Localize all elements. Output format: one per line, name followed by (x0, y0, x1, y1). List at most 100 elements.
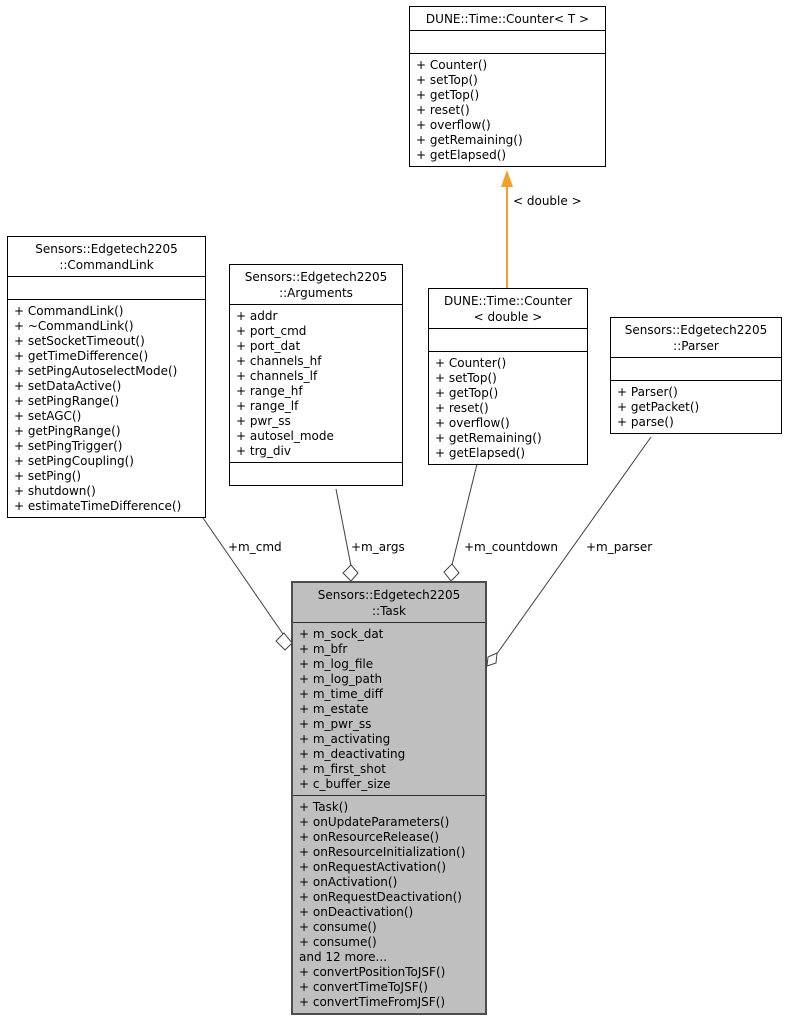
attribute-item: + trg_div (236, 444, 291, 458)
method-item: + onDeactivation() (299, 905, 414, 919)
attribute-item: + m_deactivating (299, 747, 406, 761)
method-item: + getTop() (416, 88, 480, 102)
class-title-line: < double > (473, 310, 543, 324)
method-item: + setPingCoupling() (14, 454, 134, 468)
class-title-line: ::Arguments (279, 286, 353, 300)
class-box-arguments[interactable]: Sensors::Edgetech2205 ::Arguments + addr… (229, 264, 403, 486)
class-title: Sensors::Edgetech2205 ::Parser (611, 318, 781, 357)
class-title-line: DUNE::Time::Counter (443, 294, 573, 308)
method-item: + consume() (299, 920, 377, 934)
method-item: + getElapsed() (435, 446, 526, 460)
method-item: + setAGC() (14, 409, 82, 423)
attributes-section-empty (611, 357, 781, 380)
attributes-section: + m_sock_dat + m_bfr + m_log_file + m_lo… (293, 622, 485, 795)
aggregation-edge-m-cmd (202, 517, 293, 651)
method-item: + convertTimeToJSF() (299, 980, 428, 994)
method-item: + Parser() (617, 385, 678, 399)
attribute-item: + pwr_ss (236, 414, 291, 428)
method-item: + onActivation() (299, 875, 398, 889)
method-item: + getPacket() (617, 400, 700, 414)
class-title: Sensors::Edgetech2205 ::CommandLink (8, 237, 205, 276)
edge-label-m-cmd: +m_cmd (228, 540, 282, 554)
method-item: + setDataActive() (14, 379, 122, 393)
method-item: + CommandLink() (14, 304, 124, 318)
method-item: + onRequestDeactivation() (299, 890, 462, 904)
attribute-item: + channels_lf (236, 369, 318, 383)
aggregation-edge-m-args (335, 488, 359, 582)
edge-label-m-args: +m_args (351, 540, 405, 554)
method-item: + overflow() (416, 118, 491, 132)
attribute-item: + range_lf (236, 399, 299, 413)
class-box-counter-template[interactable]: DUNE::Time::Counter< T > + Counter() + s… (409, 6, 606, 167)
method-item: + Counter() (435, 356, 507, 370)
attribute-item: + m_pwr_ss (299, 717, 372, 731)
method-item: + parse() (617, 415, 674, 429)
attribute-item: + port_dat (236, 339, 301, 353)
attribute-item: + m_log_file (299, 657, 374, 671)
class-box-counter-double[interactable]: DUNE::Time::Counter < double > + Counter… (428, 288, 588, 465)
method-item: + onResourceInitialization() (299, 845, 466, 859)
class-box-parser[interactable]: Sensors::Edgetech2205 ::Parser + Parser(… (610, 317, 782, 434)
class-title-line: ::Parser (673, 339, 719, 353)
aggregation-edge-m-parser (486, 436, 652, 667)
attribute-item: + port_cmd (236, 324, 307, 338)
class-title-line: Sensors::Edgetech2205 (244, 270, 388, 284)
method-item: + shutdown() (14, 484, 96, 498)
attribute-item: + m_log_path (299, 672, 383, 686)
method-item: + getElapsed() (416, 148, 507, 162)
method-item: + getPingRange() (14, 424, 121, 438)
methods-section: + Task() + onUpdateParameters() + onReso… (293, 795, 485, 1013)
attribute-item: + c_buffer_size (299, 777, 391, 791)
methods-section: + CommandLink() + ~CommandLink() + setSo… (8, 299, 205, 517)
method-item: + consume() (299, 935, 377, 949)
method-item: + getTimeDifference() (14, 349, 149, 363)
attribute-item: + range_hf (236, 384, 303, 398)
class-title-line: Sensors::Edgetech2205 (624, 323, 768, 337)
method-item: + getRemaining() (435, 431, 542, 445)
class-title: Sensors::Edgetech2205 ::Task (293, 583, 485, 622)
attribute-item: + m_bfr (299, 642, 348, 656)
attributes-section-empty (8, 276, 205, 299)
class-title: DUNE::Time::Counter< T > (425, 12, 590, 26)
method-item: + reset() (416, 103, 470, 117)
more-methods-ellipsis: and 12 more... (299, 950, 388, 964)
methods-section: + Counter() + setTop() + getTop() + rese… (429, 351, 587, 464)
attribute-item: + m_sock_dat (299, 627, 384, 641)
attribute-item: + m_first_shot (299, 762, 386, 776)
method-item: + setTop() (435, 371, 497, 385)
method-item: + setPing() (14, 469, 82, 483)
method-item: + Counter() (416, 58, 488, 72)
class-box-task[interactable]: Sensors::Edgetech2205 ::Task + m_sock_da… (291, 581, 487, 1015)
method-item: + ~CommandLink() (14, 319, 134, 333)
method-item: + onResourceRelease() (299, 830, 440, 844)
method-item: + overflow() (435, 416, 510, 430)
attributes-section-empty (429, 328, 587, 351)
class-title: DUNE::Time::Counter < double > (429, 289, 587, 328)
method-item: + convertPositionToJSF() (299, 965, 446, 979)
template-instance-arrow (501, 170, 513, 288)
methods-section-empty (230, 462, 402, 485)
edge-label-m-parser: +m_parser (586, 540, 653, 554)
class-title-line: ::CommandLink (59, 258, 154, 272)
method-item: + convertTimeFromJSF() (299, 995, 446, 1009)
method-item: + getTop() (435, 386, 499, 400)
class-title-line: Sensors::Edgetech2205 (35, 242, 178, 256)
method-item: + reset() (435, 401, 489, 415)
method-item: + setPingAutoselectMode() (14, 364, 178, 378)
class-title-line: Sensors::Edgetech2205 (317, 588, 461, 602)
method-item: + onRequestActivation() (299, 860, 446, 874)
attributes-section-empty (410, 30, 605, 53)
class-box-command-link[interactable]: Sensors::Edgetech2205 ::CommandLink + Co… (7, 236, 206, 518)
attribute-item: + channels_hf (236, 354, 322, 368)
methods-section: + Counter() + setTop() + getTop() + rese… (410, 53, 605, 166)
method-item: + onUpdateParameters() (299, 815, 450, 829)
class-title: Sensors::Edgetech2205 ::Arguments (230, 265, 402, 304)
method-item: + getRemaining() (416, 133, 523, 147)
edge-label-m-countdown: +m_countdown (464, 540, 558, 554)
attributes-section: + addr + port_cmd + port_dat + channels_… (230, 304, 402, 462)
methods-section: + Parser() + getPacket() + parse() (611, 380, 781, 433)
method-item: + Task() (299, 800, 349, 814)
attribute-item: + m_activating (299, 732, 391, 746)
method-item: + setSocketTimeout() (14, 334, 145, 348)
